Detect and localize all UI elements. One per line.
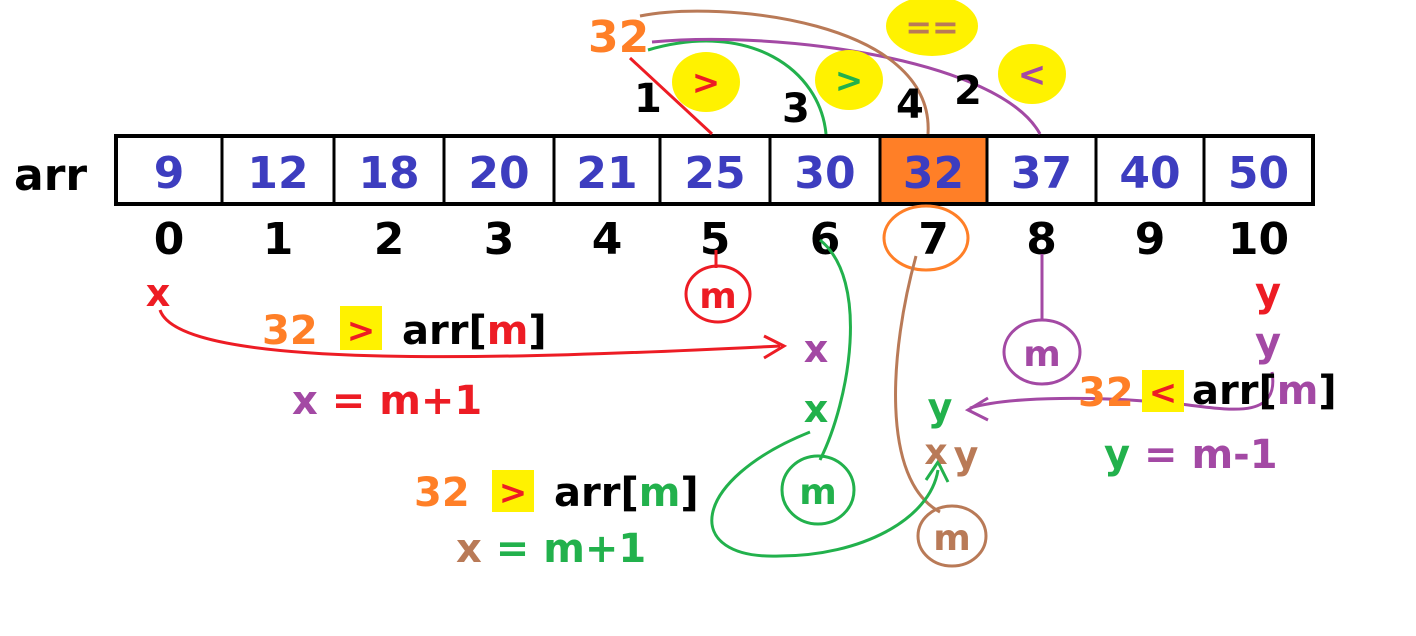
x-pointer-initial: x	[146, 271, 171, 315]
m-circle-step4	[916, 504, 988, 568]
array-index-label: 1	[263, 214, 294, 265]
cell-dividers	[220, 136, 1206, 204]
arrow-step4	[639, 9, 930, 135]
x-pointer-final: x	[924, 432, 947, 473]
step-number-3: 3	[782, 86, 810, 132]
step1-assign: x = m+1	[292, 378, 482, 424]
arrow-x-move-1-head	[763, 334, 788, 360]
array-cell-value: 21	[576, 148, 637, 199]
step3-cmp: >	[499, 473, 528, 513]
cmp-symbol-1: >	[692, 63, 721, 103]
y-pointer-step2: y	[1255, 320, 1281, 366]
step3-cmp-box	[492, 470, 534, 512]
array-index-label: 4	[592, 214, 623, 265]
x-pointer-step2: x	[804, 387, 829, 431]
array-cell-value: 50	[1228, 148, 1289, 199]
array-cell-value: 12	[247, 148, 308, 199]
array-cell-value: 9	[154, 148, 185, 199]
array-cell-value: 32	[903, 148, 964, 199]
y-pointer-step3: y	[928, 385, 953, 429]
array-index-label: 10	[1228, 214, 1289, 265]
step2-target: 32	[1078, 370, 1134, 416]
index-7-circle	[882, 204, 970, 272]
step3-target: 32	[414, 470, 470, 516]
array-index-label: 9	[1135, 214, 1166, 265]
array-cell-value: 25	[684, 148, 745, 199]
cmp-bubble-4	[886, 0, 978, 56]
m-marker-step3: m	[799, 472, 837, 513]
cmp-bubble-2	[998, 44, 1066, 104]
m-marker-step4: m	[933, 518, 971, 559]
step2-cmp-box	[1142, 370, 1184, 412]
y-pointer-final: y	[954, 433, 979, 477]
array-index-label: 0	[154, 214, 185, 265]
step1-cmp: >	[347, 311, 376, 351]
x-pointer-step1: x	[804, 327, 829, 371]
arrow-x-move-2-head	[924, 459, 950, 483]
array-index-label: 2	[374, 214, 405, 265]
step-number-4: 4	[896, 82, 924, 128]
array-cell-value: 30	[794, 148, 855, 199]
step2-assign: y = m-1	[1104, 432, 1278, 478]
array-cell-value: 18	[358, 148, 419, 199]
arrow-step3	[647, 39, 828, 135]
cmp-symbol-3: >	[835, 61, 864, 101]
cmp-bubble-1	[672, 52, 740, 112]
highlight-cell-bg	[880, 136, 987, 204]
m-circle-step1	[684, 264, 752, 324]
m-link-step3	[818, 238, 852, 461]
cell-values: 9 12 18 20 21 25 30 32 37 40 50	[154, 148, 1289, 199]
step1-target: 32	[262, 308, 318, 354]
m-link-step4	[894, 255, 941, 514]
arrow-x-move-1	[158, 309, 781, 359]
cmp-symbol-2: <	[1018, 55, 1047, 95]
array-label: arr	[14, 150, 87, 201]
m-marker-step1: m	[699, 276, 737, 317]
m-circle-step2	[1002, 318, 1082, 386]
y-pointer-initial: y	[1255, 270, 1281, 316]
step1-cmp-box	[340, 306, 382, 350]
array-frame	[114, 134, 1315, 206]
arrow-step1	[628, 56, 714, 136]
step2-cmp: <	[1149, 373, 1178, 413]
step3-assign: x = m+1	[456, 526, 646, 572]
target-value: 32	[588, 12, 649, 63]
step3-expr: arr[m]	[554, 470, 699, 516]
arrow-x-move-2	[710, 430, 940, 558]
array-cell-value: 37	[1011, 148, 1072, 199]
cmp-bubble-3	[815, 50, 883, 110]
array-cell-value: 40	[1119, 148, 1180, 199]
arrow-step2	[651, 37, 1042, 135]
m-circle-step3	[780, 454, 856, 526]
step-number-2: 2	[954, 68, 982, 114]
array-index-label: 3	[484, 214, 515, 265]
step-number-1: 1	[634, 76, 662, 122]
arrow-y-move-head	[964, 396, 989, 422]
array-cell-value: 20	[468, 148, 529, 199]
step2-expr: arr[m]	[1192, 368, 1337, 414]
step1-expr: arr[m]	[402, 308, 547, 354]
cmp-symbol-4: ==	[905, 8, 959, 46]
array-index-label: 7	[918, 214, 949, 265]
m-marker-step2: m	[1023, 334, 1061, 375]
